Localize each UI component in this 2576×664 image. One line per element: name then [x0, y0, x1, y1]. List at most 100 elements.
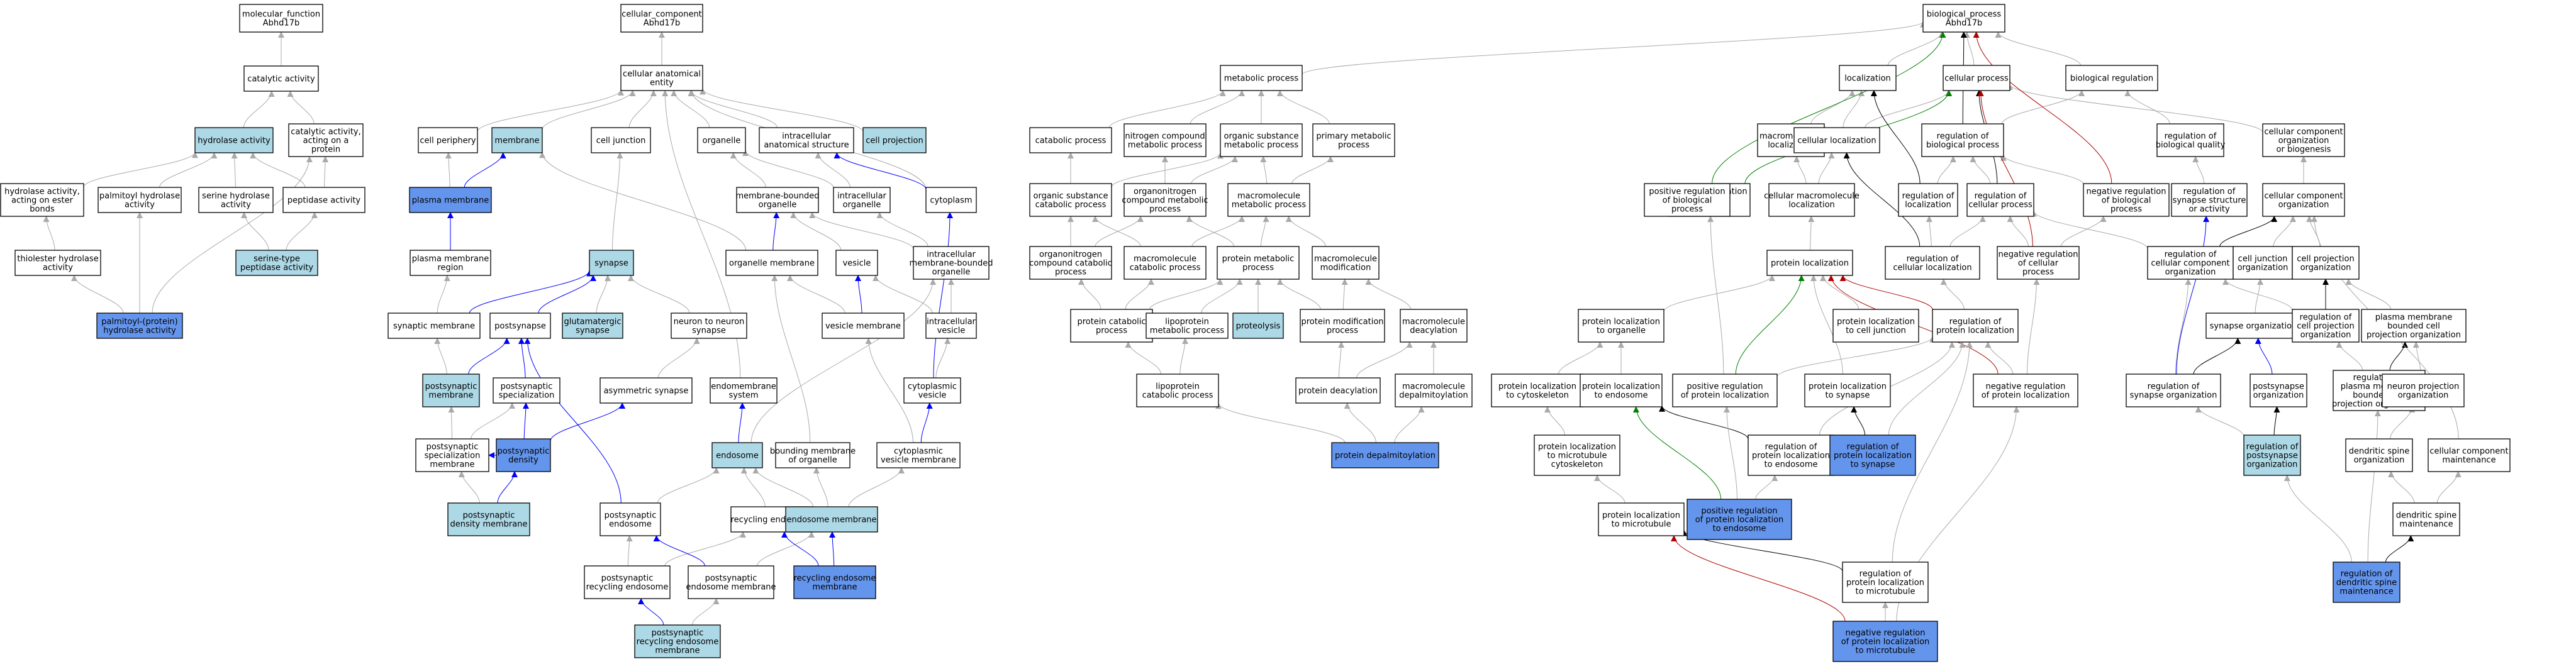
go-term-node-cperi[interactable]: cell periphery — [418, 127, 478, 153]
go-term-node-pept[interactable]: peptidase activity — [282, 187, 365, 213]
go-term-node-cellp[interactable]: cellular process — [1943, 65, 2010, 91]
go-term-node-ppalm[interactable]: palmitoyl-(protein)hydrolase activity — [96, 313, 183, 339]
go-term-node-metab[interactable]: metabolic process — [1220, 65, 1303, 91]
go-term-node-protdeacyl[interactable]: protein deacylation — [1295, 377, 1381, 404]
go-term-node-cat[interactable]: catalytic activity — [243, 65, 319, 92]
go-term-node-loc[interactable]: localization — [1839, 65, 1897, 91]
go-term-node-vesicle[interactable]: vesicle — [835, 250, 878, 276]
go-term-node-endosome[interactable]: endosome — [711, 442, 763, 468]
go-term-node-cyto[interactable]: cytoplasm — [925, 187, 977, 213]
go-term-node-protloc[interactable]: protein localization — [1766, 250, 1853, 276]
go-term-node-cellloc[interactable]: cellular localization — [1793, 127, 1880, 153]
go-term-node-pm[interactable]: plasma membrane — [409, 187, 492, 213]
go-term-node-syno[interactable]: synapse organization — [2205, 313, 2301, 339]
go-term-node-vesmem[interactable]: vesicle membrane — [822, 313, 905, 339]
go-term-node-catabp[interactable]: catabolic process — [1029, 127, 1112, 153]
go-term-node-memb[interactable]: membrane — [491, 127, 543, 153]
go-term-node-cproj[interactable]: cell projection — [862, 127, 927, 153]
go-term-node-synmem[interactable]: synaptic membrane — [388, 313, 481, 339]
go-term-node-bioreg[interactable]: biological regulation — [2065, 65, 2158, 91]
go-term-node-organelle[interactable]: organelle — [697, 127, 746, 153]
go-term-node-synapse[interactable]: synapse — [589, 250, 634, 276]
go-term-node-protdepalm[interactable]: protein depalmitoylation — [1331, 442, 1439, 468]
go-term-node-cjunc[interactable]: cell junction — [591, 127, 651, 153]
go-term-node-postsyn[interactable]: postsynapse — [489, 313, 551, 339]
go-term-node-orgmem[interactable]: organelle membrane — [725, 250, 818, 276]
go-term-node-proteol[interactable]: proteolysis — [1232, 313, 1284, 339]
